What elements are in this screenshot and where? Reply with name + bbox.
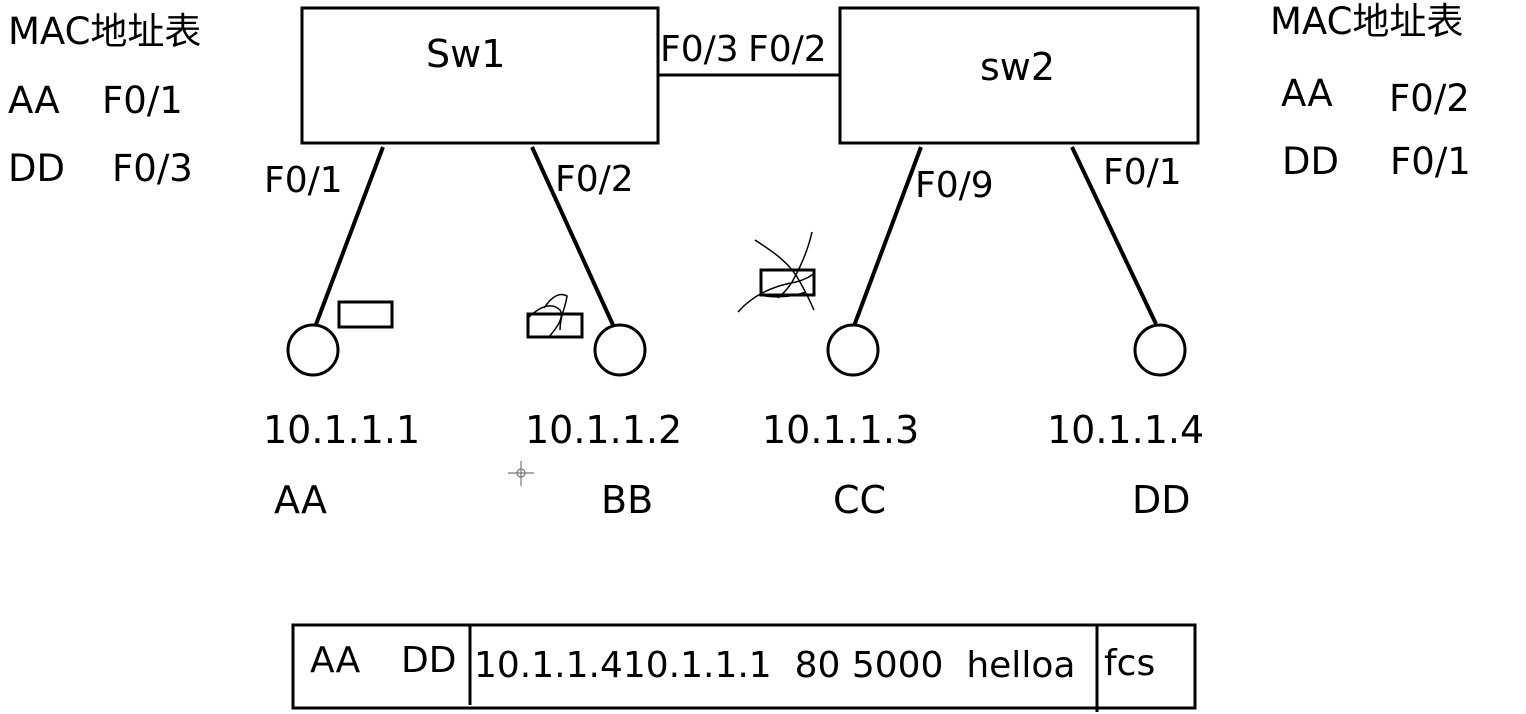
link-sw2-host3 [852, 146, 923, 327]
left-mac-row-2-port: F0/3 [112, 147, 193, 190]
left-mac-row-1-port: F0/1 [102, 79, 183, 122]
right-mac-row-1-mac: AA [1281, 72, 1333, 115]
frame-payload: 10.1.1.410.1.1.1 80 5000 helloa [474, 645, 1076, 686]
host-4-node [1133, 323, 1187, 377]
right-mac-row-2-mac: DD [1282, 140, 1339, 183]
discard-scribble-host2 [527, 293, 568, 339]
host-4-ip: 10.1.1.4 [1047, 408, 1205, 452]
port-sw1-left: F0/1 [264, 160, 343, 201]
frame-header-box [291, 623, 1197, 710]
crosshair-cursor-icon [508, 461, 534, 486]
host-2-mac: BB [601, 478, 654, 522]
frame-packet-host2 [526, 312, 584, 339]
frame-dst-mac: DD [401, 640, 457, 681]
trunk-port-sw1: F0/3 [660, 29, 739, 70]
port-sw2-left: F0/9 [915, 165, 994, 206]
host-3-node [826, 323, 880, 377]
trunk-port-sw2: F0/2 [748, 29, 827, 70]
left-mac-row-1-mac: AA [8, 79, 60, 122]
left-mac-row-2-mac: DD [8, 147, 65, 190]
switch-sw1-label: Sw1 [426, 32, 506, 76]
right-mac-row-1-port: F0/2 [1389, 77, 1470, 120]
link-sw1-host2 [530, 146, 615, 326]
link-sw1-host1 [313, 146, 385, 328]
frame-packet-host3 [759, 268, 816, 297]
link-sw2-host4 [1070, 146, 1158, 325]
frame-packet-host1 [337, 300, 394, 329]
port-sw1-right: F0/2 [555, 159, 634, 200]
host-4-mac: DD [1132, 478, 1191, 522]
host-1-node [286, 323, 340, 377]
host-1-mac: AA [274, 478, 328, 522]
port-sw2-right: F0/1 [1103, 152, 1182, 193]
right-mac-table-title: MAC地址表 [1270, 0, 1464, 43]
host-2-ip: 10.1.1.2 [525, 408, 683, 452]
frame-src-mac: AA [310, 640, 361, 681]
host-3-mac: CC [833, 478, 887, 522]
frame-fcs: fcs [1104, 643, 1156, 684]
right-mac-row-2-port: F0/1 [1390, 140, 1471, 183]
switch-sw2-label: sw2 [980, 45, 1056, 89]
host-3-ip: 10.1.1.3 [762, 408, 920, 452]
left-mac-table-title: MAC地址表 [8, 10, 202, 53]
host-2-node [593, 323, 647, 377]
host-1-ip: 10.1.1.1 [263, 408, 421, 452]
discard-scribble-host3 [737, 231, 816, 313]
